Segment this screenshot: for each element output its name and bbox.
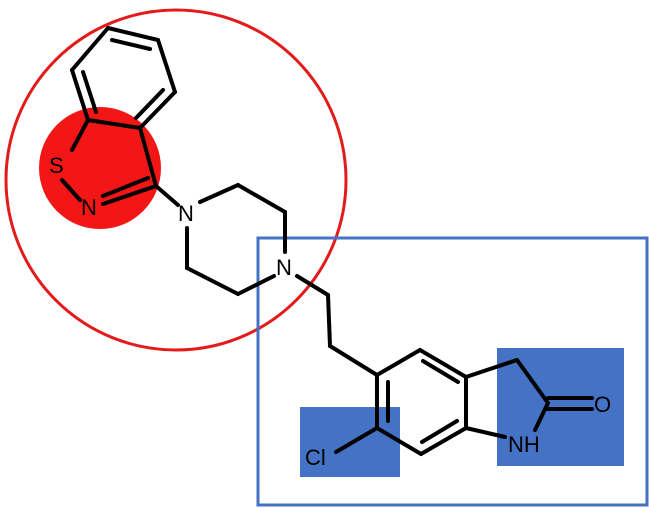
bond: [328, 344, 379, 377]
oxygen-atom-label: O: [594, 392, 611, 417]
bond: [375, 348, 422, 377]
bond: [185, 266, 240, 296]
bond: [138, 126, 158, 188]
bonds: [60, 26, 594, 456]
bond: [421, 359, 460, 384]
bond: [81, 70, 98, 114]
bond: [86, 118, 142, 130]
bond: [70, 68, 90, 122]
bond: [326, 293, 332, 348]
bond: [198, 183, 240, 204]
bond: [101, 176, 150, 198]
sulfur-atom-label: S: [49, 153, 64, 178]
piperazine-nitrogen-label-2: N: [276, 255, 292, 280]
bond: [236, 274, 276, 296]
amide-nitrogen-label: NH: [508, 432, 540, 457]
bond: [515, 358, 550, 405]
isothiazole-nitrogen-label: N: [81, 195, 97, 220]
bond: [156, 38, 177, 94]
piperazine-nitrogen-label-1: N: [178, 201, 194, 226]
bond: [106, 26, 160, 42]
bond: [295, 274, 330, 297]
bond: [134, 88, 165, 120]
bond: [464, 358, 519, 379]
benzisothiazole-region-circle: [4, 8, 348, 352]
bond: [420, 419, 459, 444]
bond: [418, 348, 468, 379]
bond: [138, 90, 177, 130]
bond: [334, 426, 379, 454]
chlorine-atom-label: Cl: [305, 445, 326, 470]
chlorooxindole-region-box: [256, 236, 649, 507]
bond: [419, 426, 468, 456]
bond: [70, 118, 90, 152]
bond: [236, 183, 287, 214]
bond: [60, 178, 82, 202]
bond: [101, 184, 158, 206]
bond: [70, 26, 110, 72]
bond: [154, 184, 180, 207]
bond: [533, 401, 550, 432]
bond: [375, 426, 423, 456]
bond: [464, 426, 507, 439]
bond: [110, 38, 152, 51]
isothiazole-highlight: [39, 107, 161, 229]
